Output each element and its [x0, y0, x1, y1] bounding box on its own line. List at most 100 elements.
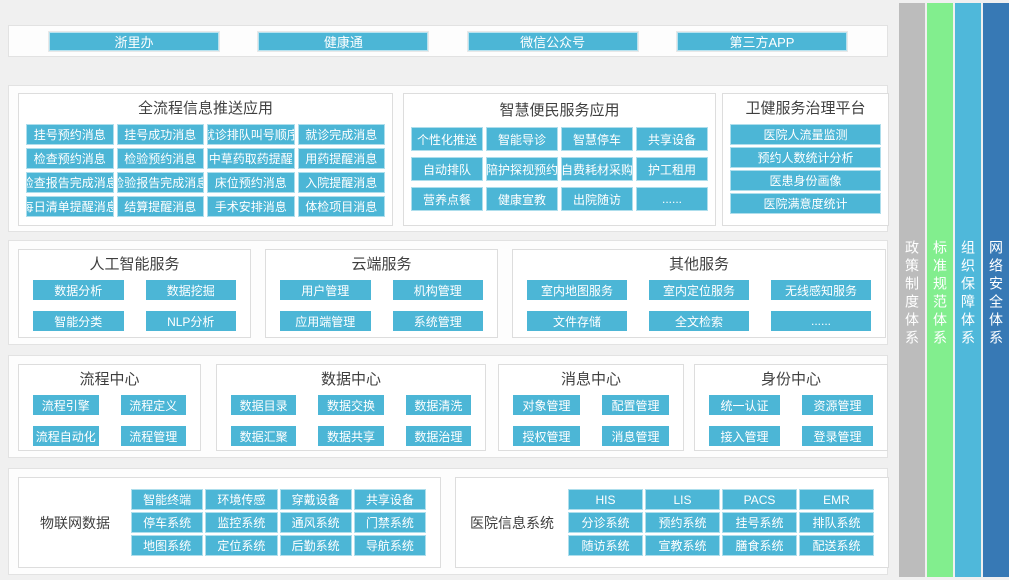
- module-cell[interactable]: 每日清单提醒消息: [26, 196, 114, 217]
- module-cell[interactable]: 随访系统: [568, 535, 643, 556]
- module-cell[interactable]: NLP分析: [145, 311, 236, 331]
- panel-title: 人工智能服务: [89, 256, 180, 273]
- module-cell[interactable]: 体检项目消息: [297, 196, 385, 217]
- module-cell[interactable]: 对象管理: [513, 395, 580, 415]
- module-cell[interactable]: 登录管理: [802, 426, 873, 446]
- module-cell[interactable]: 授权管理: [513, 426, 580, 446]
- module-cell[interactable]: 消息管理: [602, 426, 669, 446]
- module-cell[interactable]: 数据挖掘: [145, 280, 236, 300]
- module-cell[interactable]: 共享设备: [636, 127, 708, 151]
- module-cell[interactable]: 医院满意度统计: [730, 193, 881, 214]
- module-cell[interactable]: 挂号成功消息: [116, 124, 204, 145]
- module-cell[interactable]: 个性化推送: [411, 127, 483, 151]
- module-cell[interactable]: PACS: [722, 489, 797, 510]
- module-cell[interactable]: 导航系统: [353, 535, 426, 556]
- module-cell[interactable]: 流程管理: [120, 426, 186, 446]
- module-cell[interactable]: 穿戴设备: [279, 489, 352, 510]
- module-cell[interactable]: 膳食系统: [722, 535, 797, 556]
- module-cell[interactable]: 挂号系统: [722, 512, 797, 533]
- app-entry-button[interactable]: 健康通: [258, 31, 429, 51]
- module-cell[interactable]: 自动排队: [411, 157, 483, 181]
- module-cell[interactable]: 应用端管理: [280, 311, 371, 331]
- module-cell[interactable]: 配置管理: [602, 395, 669, 415]
- module-cell[interactable]: ......: [636, 187, 708, 211]
- module-cell[interactable]: 无线感知服务: [771, 280, 871, 300]
- module-cell[interactable]: 资源管理: [802, 395, 873, 415]
- module-cell[interactable]: 室内地图服务: [527, 280, 627, 300]
- module-cell[interactable]: 数据交换: [318, 395, 384, 415]
- module-cell[interactable]: 后勤系统: [279, 535, 352, 556]
- module-cell[interactable]: 智能分类: [33, 311, 124, 331]
- module-cell[interactable]: 检验报告完成消息: [116, 172, 204, 193]
- module-cell[interactable]: 智能终端: [131, 489, 204, 510]
- module-cell[interactable]: 手术安排消息: [207, 196, 295, 217]
- module-cell[interactable]: 数据分析: [33, 280, 124, 300]
- module-cell[interactable]: 就诊排队叫号顺序: [207, 124, 295, 145]
- module-cell[interactable]: 预约人数统计分析: [730, 147, 881, 168]
- module-cell[interactable]: 护工租用: [636, 157, 708, 181]
- module-cell[interactable]: 流程自动化: [33, 426, 99, 446]
- module-cell[interactable]: 流程引擎: [33, 395, 99, 415]
- module-cell[interactable]: 分诊系统: [568, 512, 643, 533]
- assurance-bar: 网络安全体系: [983, 3, 1009, 577]
- module-cell[interactable]: 系统管理: [392, 311, 483, 331]
- module-cell[interactable]: 室内定位服务: [649, 280, 749, 300]
- module-cell[interactable]: 挂号预约消息: [26, 124, 114, 145]
- module-cell[interactable]: 结算提醒消息: [116, 196, 204, 217]
- module-cell[interactable]: 医院人流量监测: [730, 124, 881, 145]
- module-cell[interactable]: 智慧停车: [561, 127, 633, 151]
- module-cell[interactable]: 自费耗材采购: [561, 157, 633, 181]
- module-cell[interactable]: 数据治理: [405, 426, 471, 446]
- module-cell[interactable]: 接入管理: [709, 426, 780, 446]
- module-cell[interactable]: 中草药取药提醒: [207, 148, 295, 169]
- module-cell[interactable]: 机构管理: [392, 280, 483, 300]
- module-cell[interactable]: 流程定义: [120, 395, 186, 415]
- app-entry-button[interactable]: 第三方APP: [676, 31, 847, 51]
- module-cell[interactable]: 数据目录: [231, 395, 297, 415]
- module-cell[interactable]: 床位预约消息: [207, 172, 295, 193]
- module-cell[interactable]: 检查预约消息: [26, 148, 114, 169]
- module-cell[interactable]: 检验预约消息: [116, 148, 204, 169]
- module-cell[interactable]: 就诊完成消息: [297, 124, 385, 145]
- module-cell[interactable]: 监控系统: [205, 512, 278, 533]
- module-cell[interactable]: 全文检索: [649, 311, 749, 331]
- module-cell[interactable]: 宣教系统: [645, 535, 720, 556]
- panel-title: 全流程信息推送应用: [137, 100, 273, 117]
- cloud-grid: 用户管理 机构管理应用端管理 系统管理: [266, 280, 497, 341]
- module-cell[interactable]: HIS: [568, 489, 643, 510]
- panel-title: 消息中心: [560, 371, 621, 388]
- module-cell[interactable]: 共享设备: [353, 489, 426, 510]
- module-cell[interactable]: 用户管理: [280, 280, 371, 300]
- module-cell[interactable]: 检查报告完成消息: [26, 172, 114, 193]
- module-cell[interactable]: LIS: [645, 489, 720, 510]
- module-cell[interactable]: 统一认证: [709, 395, 780, 415]
- module-cell[interactable]: 出院随访: [561, 187, 633, 211]
- module-cell[interactable]: 地图系统: [131, 535, 204, 556]
- module-cell[interactable]: 医患身份画像: [730, 170, 881, 191]
- panel-label: 医院信息系统: [470, 514, 554, 531]
- module-cell[interactable]: 数据汇聚: [231, 426, 297, 446]
- module-cell[interactable]: ......: [771, 311, 871, 331]
- module-cell[interactable]: 营养点餐: [411, 187, 483, 211]
- module-cell[interactable]: 通风系统: [279, 512, 352, 533]
- module-cell[interactable]: 智能导诊: [486, 127, 558, 151]
- module-cell[interactable]: 陪护探视预约: [486, 157, 558, 181]
- module-cell[interactable]: 门禁系统: [353, 512, 426, 533]
- module-cell[interactable]: 用药提醒消息: [297, 148, 385, 169]
- panel-push-messages: 全流程信息推送应用 挂号预约消息挂号成功消息就诊排队叫号顺序就诊完成消息检查预约…: [18, 93, 393, 226]
- module-cell[interactable]: 健康宣教: [486, 187, 558, 211]
- module-cell[interactable]: 停车系统: [131, 512, 204, 533]
- module-cell[interactable]: 排队系统: [799, 512, 874, 533]
- app-entry-button[interactable]: 浙里办: [49, 31, 219, 51]
- app-entry-button[interactable]: 微信公众号: [467, 31, 638, 51]
- module-cell[interactable]: 定位系统: [205, 535, 278, 556]
- module-cell[interactable]: EMR: [799, 489, 874, 510]
- module-cell[interactable]: 环境传感: [205, 489, 278, 510]
- module-cell[interactable]: 配送系统: [799, 535, 874, 556]
- module-cell[interactable]: 入院提醒消息: [297, 172, 385, 193]
- module-cell[interactable]: 预约系统: [645, 512, 720, 533]
- module-cell[interactable]: 数据共享: [318, 426, 384, 446]
- module-cell[interactable]: 数据清洗: [405, 395, 471, 415]
- panel-message-center: 消息中心 对象管理 配置管理授权管理 消息管理: [498, 364, 684, 451]
- module-cell[interactable]: 文件存储: [527, 311, 627, 331]
